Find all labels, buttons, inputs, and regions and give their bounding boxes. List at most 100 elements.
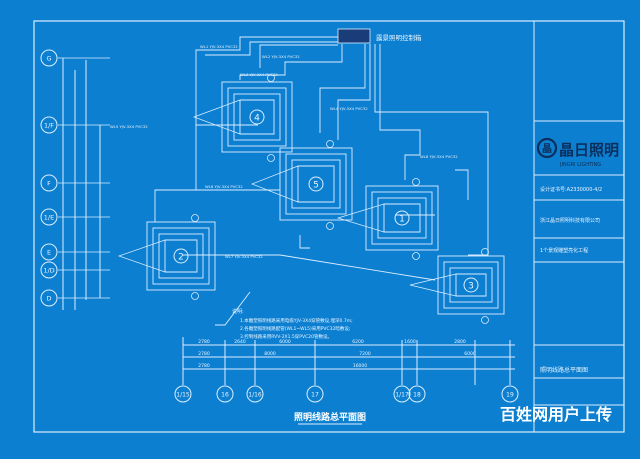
grid-label: G [46,55,51,63]
watermark: 百姓网用户上传 [500,405,612,424]
drawing-frame [33,20,625,433]
grid-label: 17 [311,392,319,399]
fixture-4: 4 [192,74,293,162]
dimension-texts: 2780 2640 6000 6200 1600 2800 2780 8000 7200 6000… [198,339,476,369]
grid-bubble [306,385,324,403]
company-line: 浙江晶日照明科技有限公司 [540,217,600,224]
fixture-5: 5 [251,140,353,230]
circuit-label: WL7 YJV-3X4 PVC32 [225,254,263,259]
drawing-title: 照明线路总平面图 [294,411,366,423]
notes-block: 说明: 1.本雕塑照明线路采用电缆YJV-3X4穿管敷设,埋深0.7m; 2.各… [232,308,353,340]
fixture-marker [173,248,189,264]
grid-bubble [40,49,58,67]
grid-bubble [393,385,411,403]
dim-value: 8000 [264,351,276,357]
grid-label: F [47,180,51,188]
fixture-marker [463,277,479,293]
circuit-label: WL3 YJV-3X4 PVC32 [240,72,278,77]
grid-label: 16 [221,392,229,399]
fixture-number: 4 [254,114,260,124]
grid-bubble [174,385,192,403]
circuit-label: WL1 YJV-3X4 PVC32 [200,44,238,49]
fixture-1: 1 [336,178,439,260]
circuit-label: WL4 YJV-3X4 PVC32 [330,106,368,111]
fixture-layer: 1 2 3 4 5 [117,74,505,324]
fixture-marker [308,176,324,192]
grid-bubble [40,261,58,279]
svg-text:JINGRI LIGHTING: JINGRI LIGHTING [559,162,601,168]
grid-label: 1/17 [395,392,409,399]
dim-value: 2780 [198,363,210,369]
grid-bubble [246,385,264,403]
circuit-label: WL6 YJV-3X4 PVC32 [205,184,243,189]
grid-label: 1/E [44,214,54,222]
grid-label: 19 [506,392,514,399]
grid-bubble [40,243,58,261]
drawing-name: 照明线路总平面图 [540,366,588,374]
bottom-grid-bubbles: 1/15 16 1/16 17 1/17 18 19 [174,385,519,403]
fixture-3: 3 [409,248,505,324]
grid-label: 18 [413,392,421,399]
svg-text:3.控制线路采用RVV-2X1.5穿PVC20管敷设。: 3.控制线路采用RVV-2X1.5穿PVC20管敷设。 [240,333,332,340]
grid-label: E [47,249,51,257]
cert-line: 设计证书号:A2330000-4/2 [540,186,602,193]
junction-icon [412,252,420,260]
dim-value: 2780 [198,339,210,345]
left-grid-axis [62,58,101,310]
grid-bubble [216,385,234,403]
grid-bubble [40,116,58,134]
junction-icon [191,292,199,300]
junction-icon [326,222,334,230]
junction-icon [412,178,420,186]
circuit-label: WL2 YJV-3X4 PVC32 [262,54,300,59]
project-line: 1个景观雕塑亮化工程 [540,247,588,254]
grid-bubble [40,289,58,307]
svg-text:1.本雕塑照明线路采用电缆YJV-3X4穿管敷设,埋深0.7: 1.本雕塑照明线路采用电缆YJV-3X4穿管敷设,埋深0.7m; [240,317,353,324]
circuit-label: WL8 YJV-3X4 PVC32 [420,154,458,159]
fixture-number: 3 [468,282,474,292]
dim-value: 2800 [454,339,466,345]
svg-text:晶: 晶 [542,143,552,155]
grid-label: 1/16 [248,392,262,399]
control-box-label: 露景照明控制箱 [376,33,422,42]
junction-icon [326,140,334,148]
fixture-number: 2 [178,253,184,263]
dim-value: 6000 [279,339,291,345]
company-logo: 晶 晶日照明 JINGRI LIGHTING [536,137,619,168]
junction-icon [267,154,275,162]
fixture-number: 1 [399,215,405,225]
control-box [337,28,371,44]
junction-icon [481,248,489,256]
wiring-lines [154,36,489,326]
circuit-label: WL5 YJV-3X4 PVC32 [110,124,148,129]
dim-value: 16000 [353,363,367,369]
svg-text:晶日照明: 晶日照明 [559,141,619,159]
junction-icon [191,214,199,222]
svg-text:说明:: 说明: [232,308,244,315]
grid-label: 1/F [44,122,54,130]
grid-label: D [46,295,51,303]
junction-icon [481,316,489,324]
svg-text:2.各雕塑照明线路配管(WL1~WL5)采用PVC32暗敷设: 2.各雕塑照明线路配管(WL1~WL5)采用PVC32暗敷设; [240,325,350,332]
dim-value: 2780 [198,351,210,357]
fixture-number: 5 [313,181,319,191]
fixture-marker [249,109,265,125]
dim-value: 2640 [234,339,246,345]
fixture-marker [394,210,410,226]
grid-bubble [501,385,519,403]
grid-label: 1/15 [176,392,190,399]
grid-label: 1/D [43,267,54,275]
grid-bubble [40,208,58,226]
bottom-dimensions [182,337,515,385]
junction-icon [267,74,275,82]
fixture-2: 2 [117,214,216,300]
dim-value: 6000 [464,351,476,357]
grid-bubble [40,174,58,192]
dim-value: 6200 [352,339,364,345]
dim-value: 1600 [404,339,416,345]
dim-value: 7200 [359,351,371,357]
grid-bubble [408,385,426,403]
